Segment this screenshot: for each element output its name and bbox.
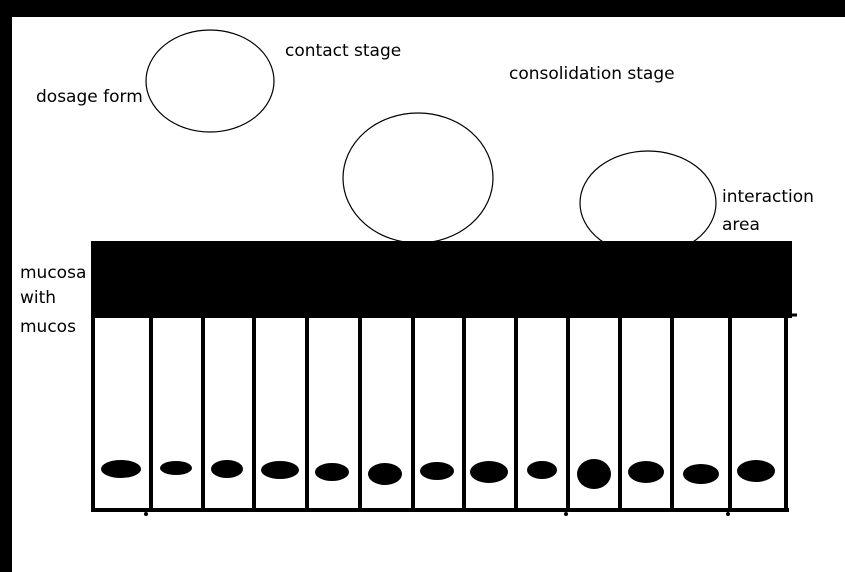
- epithelium: [91, 316, 789, 516]
- nucleus: [368, 463, 402, 485]
- nucleus: [160, 461, 192, 475]
- contact-stage-circle: [342, 112, 494, 244]
- nucleus: [261, 461, 299, 479]
- mucosa-label-backdrop: [12, 258, 91, 320]
- contact-stage-label: contact stage: [285, 41, 401, 61]
- nucleus: [683, 464, 719, 484]
- nucleus: [628, 461, 664, 483]
- nucleus: [420, 462, 454, 480]
- nucleus: [737, 460, 775, 482]
- mucosa-label-line3: mucos: [20, 317, 76, 337]
- mucus-layer: [91, 241, 797, 318]
- nucleus: [211, 460, 243, 478]
- mucosa-label-line2: with: [20, 288, 56, 308]
- nucleus: [101, 460, 141, 478]
- consolidation-stage-circle: [579, 150, 717, 256]
- nucleus: [527, 461, 557, 479]
- mucosa-label-line1: mucosa: [20, 263, 86, 283]
- dosage-form-label: dosage form: [36, 87, 143, 107]
- cell-nuclei: [101, 459, 775, 489]
- nucleus: [577, 459, 611, 489]
- interaction-area-label-line1: interaction: [722, 187, 814, 207]
- consolidation-stage-label: consolidation stage: [509, 64, 675, 84]
- dosage-form-circle: [145, 29, 275, 133]
- nucleus: [470, 461, 508, 483]
- nucleus: [315, 463, 349, 481]
- interaction-area-label-line2: area: [722, 215, 760, 235]
